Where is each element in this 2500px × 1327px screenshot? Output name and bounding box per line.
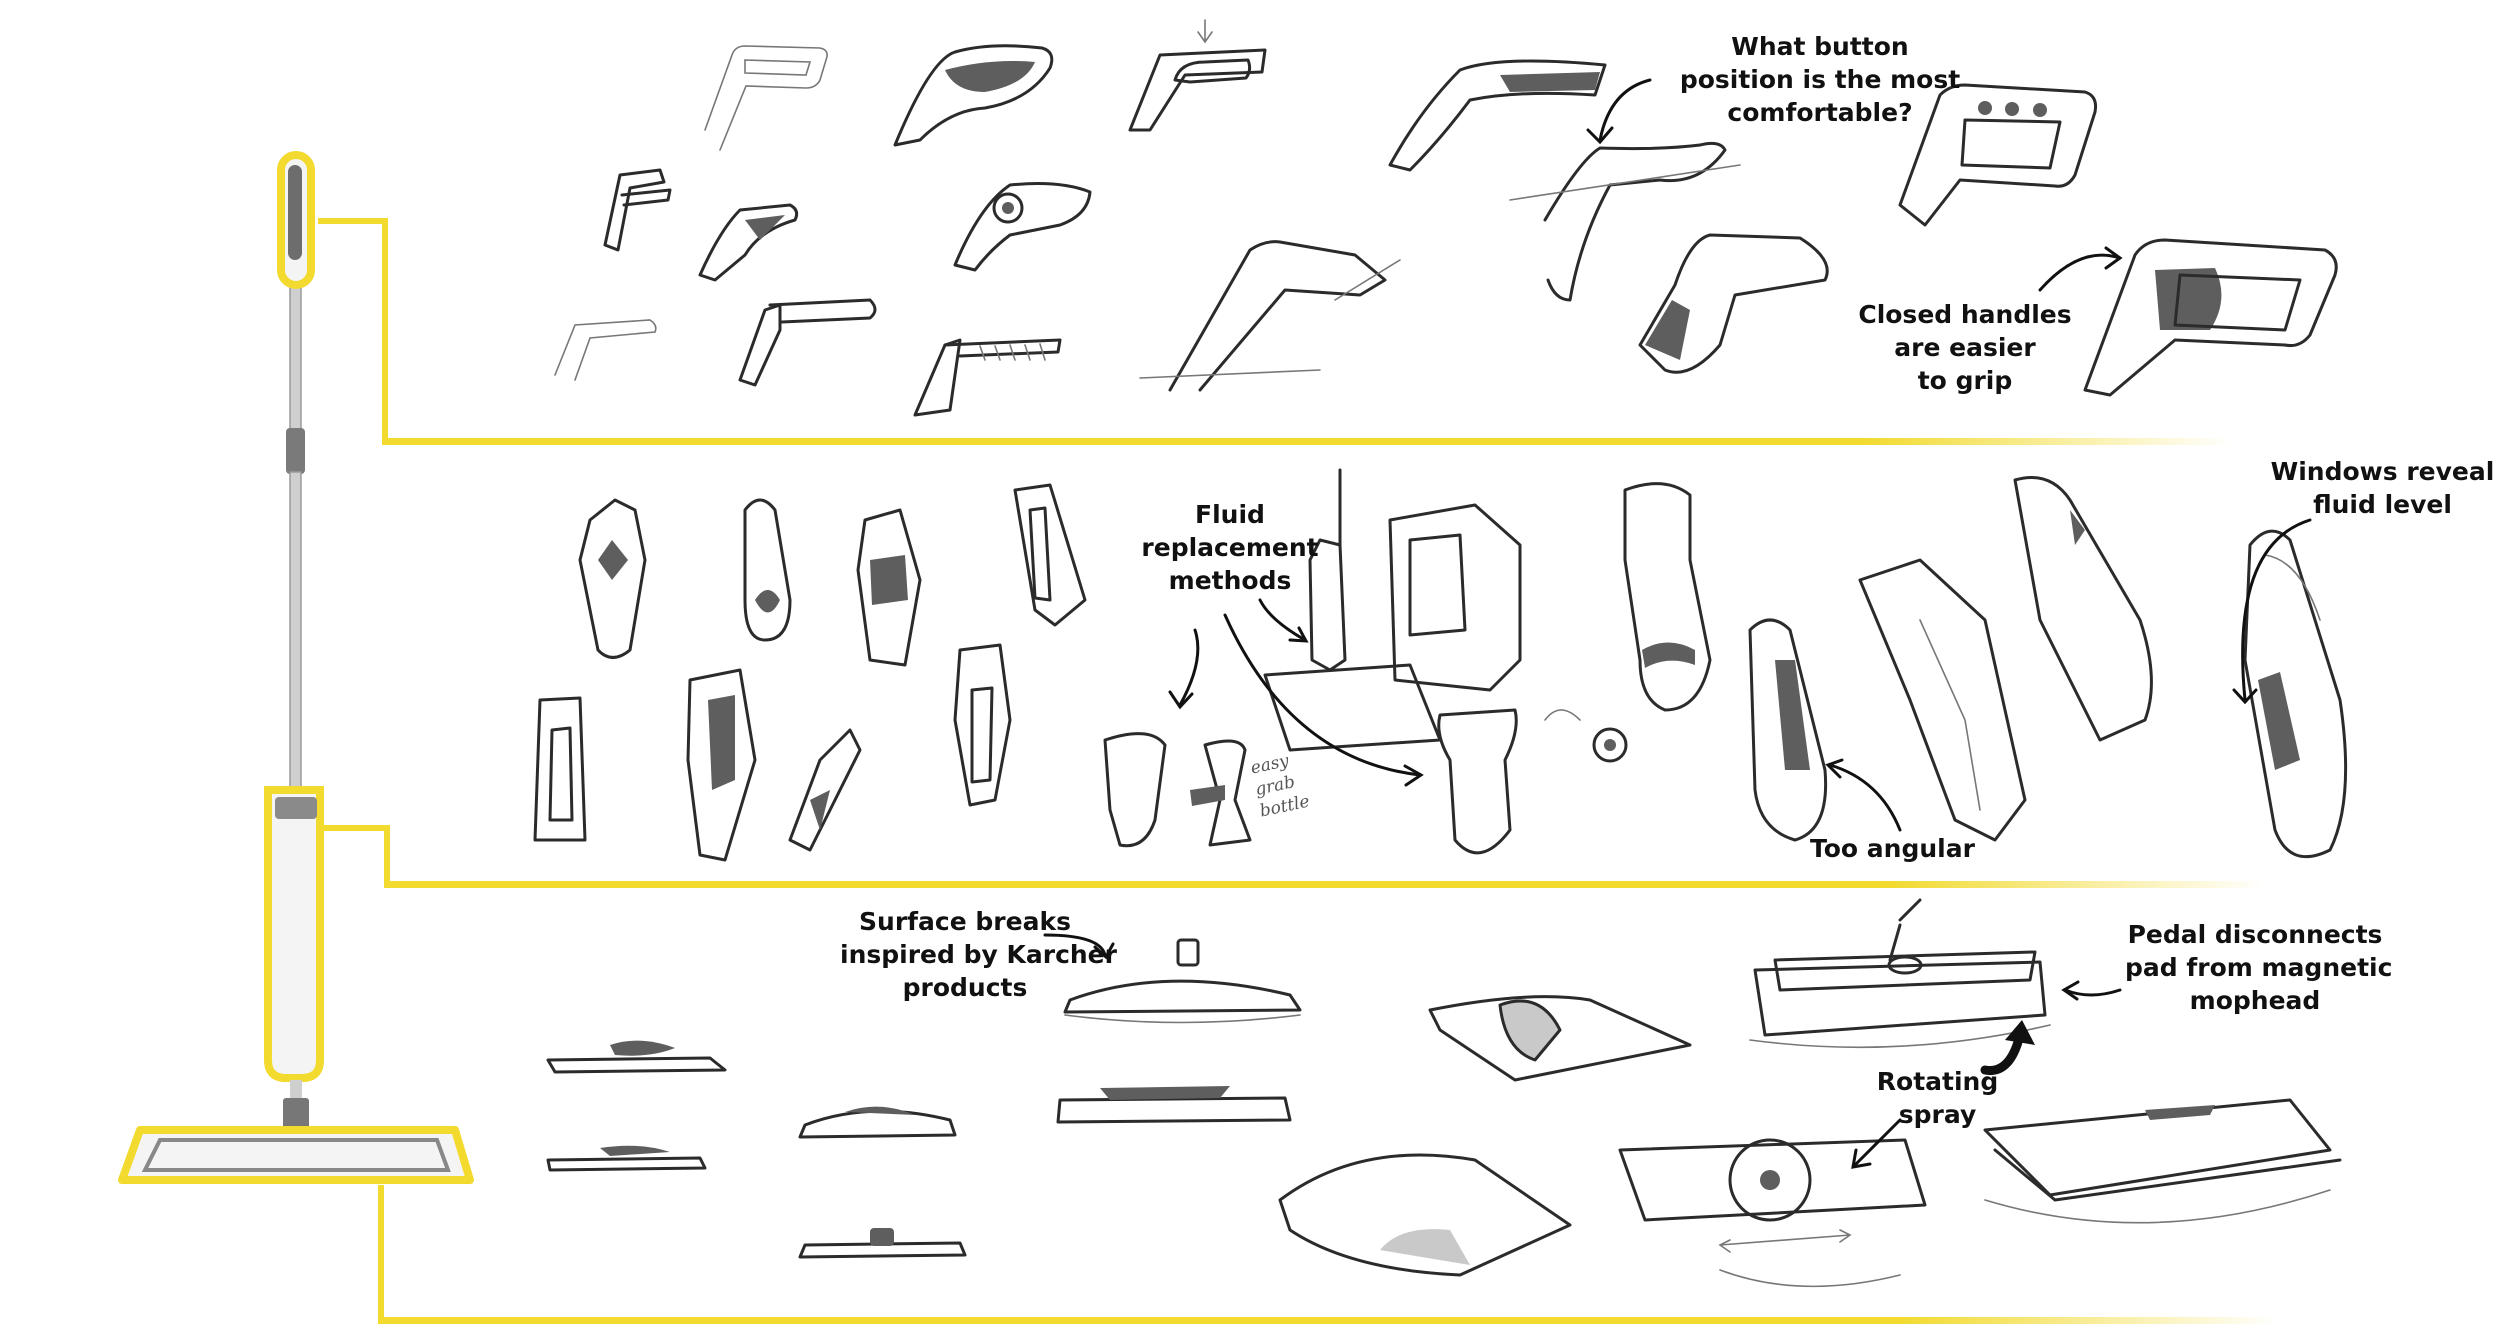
- bottle-sketch-8: [953, 643, 1012, 807]
- handle-sketch-10: [1638, 233, 1829, 374]
- mophead-sketch-1: [1063, 938, 1302, 1024]
- handle-sketch-4: [1388, 59, 1607, 172]
- bottle-sketch-1: [578, 498, 647, 659]
- handle-sketch-6: [603, 168, 672, 252]
- mophead-sketch-10: [1618, 1138, 1927, 1288]
- mophead-sketch-11: [1983, 1098, 2342, 1224]
- bottle-sketches: [533, 468, 2348, 862]
- bottle-sketch-14: [1858, 558, 2027, 842]
- bottle-divider-line: [384, 881, 2264, 888]
- handle-sketch-2: [893, 44, 1054, 147]
- handle-sketch-14: [738, 298, 877, 387]
- handle-sketch-5: [1509, 141, 1741, 302]
- annotation-rotating-spray: Rotating spray: [1876, 1067, 1999, 1129]
- mop-bottle-cap: [275, 797, 317, 819]
- handle-sketch-1: [704, 45, 828, 151]
- bottle-sketch-11: [1437, 708, 1628, 855]
- handle-sketch-13: [554, 319, 657, 381]
- handle-sketch-15: [913, 338, 1062, 417]
- bottle-sketch-12: [1623, 482, 1712, 712]
- annotation-surface-breaks: Surface breaks inspired by Karcher produ…: [840, 907, 1117, 1002]
- handle-sketch-8: [953, 182, 1092, 272]
- mophead-sketch-8: [1749, 898, 2051, 1049]
- mophead-sketch-6: [798, 1228, 967, 1259]
- mop-bottle-body: [264, 786, 324, 1082]
- bottle-sketch-3: [856, 508, 922, 667]
- bottle-sketch-7: [788, 728, 862, 852]
- mophead-sketches: [546, 898, 2342, 1288]
- mop-pole-lower: [289, 471, 302, 793]
- mop-head-rim: [141, 1138, 451, 1172]
- arrow-windows-reveal: [2241, 518, 2312, 702]
- handle-connector: [318, 218, 388, 441]
- bottle-connector: [323, 825, 390, 884]
- annotation-arrows: [1043, 78, 2312, 1169]
- handle-sketch-3: [1128, 19, 1267, 132]
- bottle-sketch-15: [2013, 476, 2153, 742]
- mop-illustration: [118, 151, 474, 1184]
- bottle-sketch-2: [743, 498, 792, 642]
- mophead-sketch-7: [1428, 995, 1692, 1082]
- annotation-fluid-replacement: Fluid replacement methods: [1141, 500, 1319, 595]
- bottle-sketch-16: [2243, 529, 2348, 859]
- arrow-pedal: [2063, 988, 2122, 997]
- handle-sketch-12: [2083, 238, 2338, 397]
- arrow-fluid-methods-2: [1258, 598, 1307, 642]
- rotate-arrowhead-icon: [2005, 1020, 2035, 1045]
- mophead-sketch-3: [546, 1145, 707, 1172]
- handle-sketches: [554, 19, 2338, 417]
- bottle-sketch-6: [686, 668, 757, 862]
- mophead-sketch-2: [546, 1040, 727, 1074]
- annotation-windows-reveal: Windows reveal fluid level: [2270, 457, 2495, 519]
- callout-connectors: [318, 218, 2278, 1324]
- arrow-rotating-spray: [1853, 1118, 1902, 1167]
- arrow-surface-breaks: [1043, 933, 1107, 957]
- mop-pole-joint: [286, 428, 305, 474]
- mophead-sketch-9: [1278, 1153, 1572, 1277]
- annotation-button-position: What button position is the most comfort…: [1679, 32, 1961, 127]
- arrow-button-position: [1598, 78, 1652, 142]
- bottle-sketch-4: [1013, 483, 1087, 627]
- mop-head: [118, 1126, 474, 1184]
- handle-sketch-7: [698, 203, 799, 282]
- handle-sketch-11: [1898, 83, 2097, 227]
- handle-divider-line: [382, 438, 2232, 445]
- mophead-sketch-4: [798, 1106, 957, 1139]
- annotation-too-angular: Too angular: [1810, 834, 1975, 863]
- bottle-sketch-13: [1748, 618, 1828, 842]
- annotation-pedal-disconnects: Pedal disconnects pad from magnetic moph…: [2125, 920, 2393, 1015]
- annotation-closed-handles: Closed handles are easier to grip: [1858, 300, 2072, 395]
- bottle-sketch-5: [533, 696, 587, 842]
- arrow-too-angular: [1828, 763, 1902, 832]
- mop-neck: [290, 1080, 302, 1100]
- mophead-sketch-5: [1056, 1086, 1292, 1124]
- arrow-fluid-methods-3: [1223, 613, 1422, 777]
- arrow-closed-handles: [2038, 253, 2122, 292]
- arrow-fluid-methods-1: [1178, 628, 1200, 707]
- bottle-sketch-9: [1103, 732, 1252, 848]
- handle-sketch-9: [1139, 240, 1401, 392]
- mop-handle-grip: [288, 165, 302, 260]
- mophead-divider-line: [378, 1317, 2278, 1324]
